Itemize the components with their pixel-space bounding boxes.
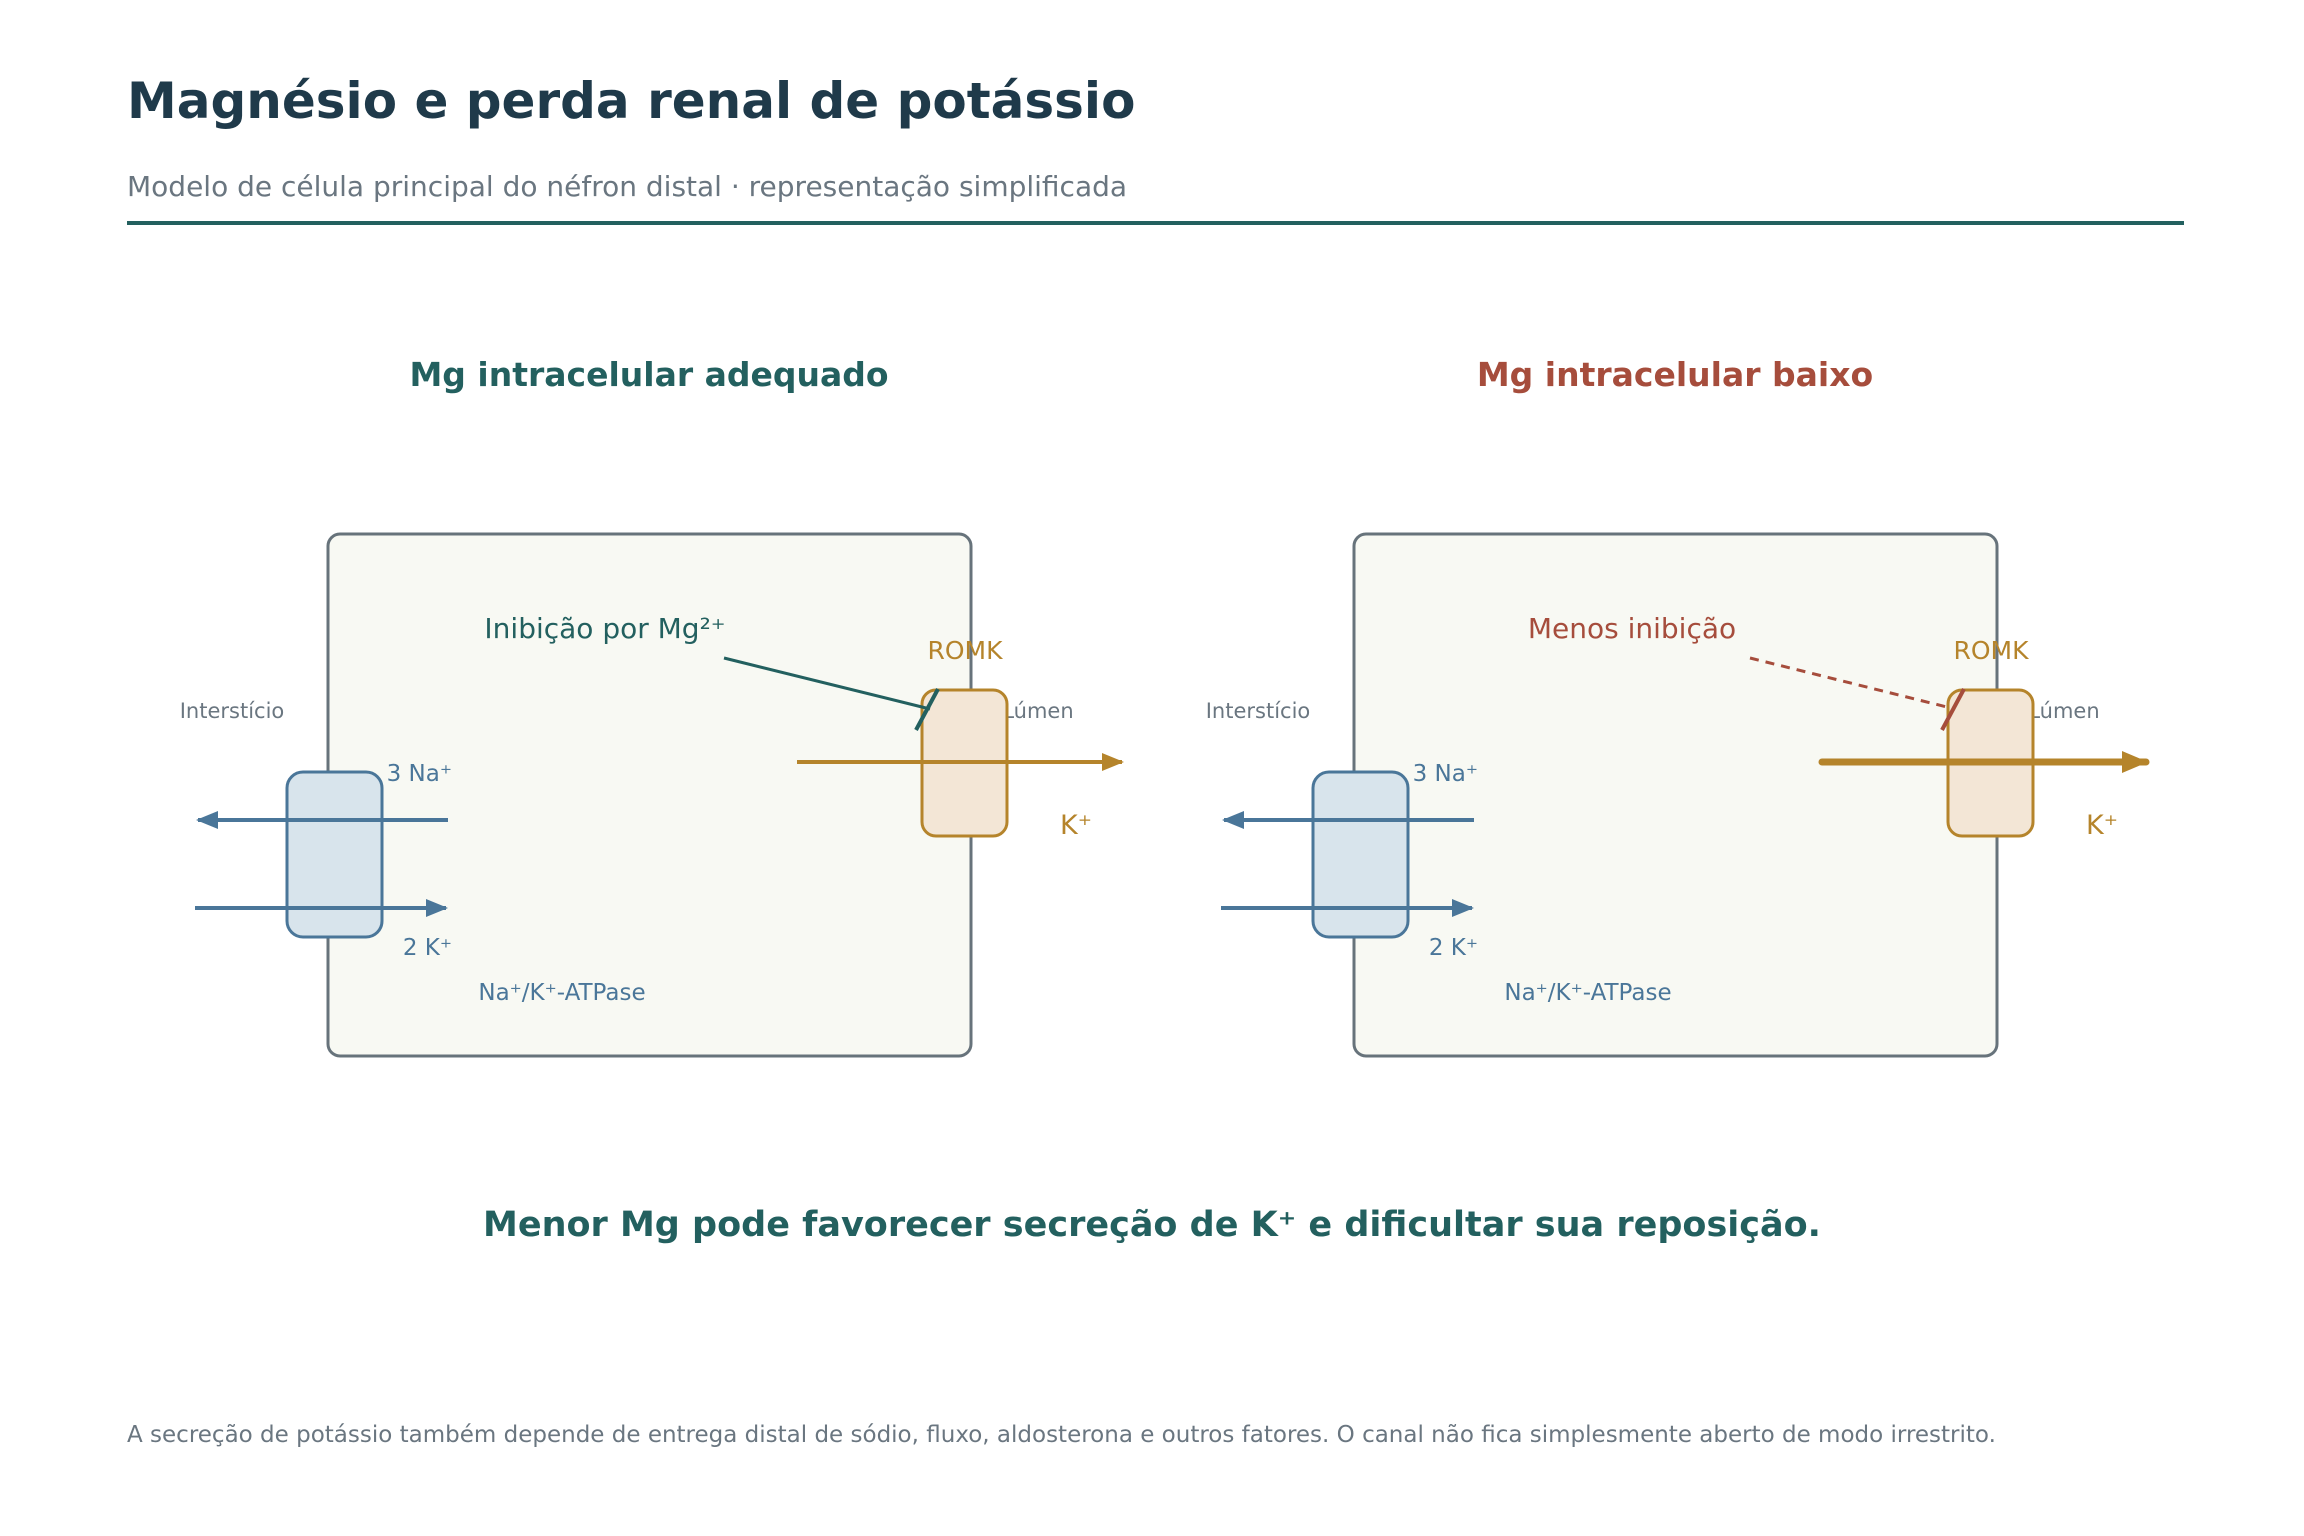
inhibition-block-mark xyxy=(1940,688,1966,731)
romk-label: ROMK xyxy=(927,636,1003,665)
na-k-atpase-pump xyxy=(1311,770,1410,939)
pump-label: Na⁺/K⁺-ATPase xyxy=(1504,980,1671,1006)
header-divider xyxy=(127,221,2184,225)
pump-label: Na⁺/K⁺-ATPase xyxy=(478,980,645,1006)
sodium-label: 3 Na⁺ xyxy=(1413,761,1478,787)
panel-adequate-mg: Mg intracelular adequado Interstício Lúm… xyxy=(180,355,1124,1058)
potassium-out-label: K⁺ xyxy=(1060,810,1092,841)
inhibition-label: Menos inibição xyxy=(1528,612,1736,645)
panel-low-mg: Mg intracelular baixo Interstício Lúmen … xyxy=(1206,355,2150,1058)
na-k-atpase-pump xyxy=(285,770,384,939)
inhibition-block-mark xyxy=(914,688,940,731)
potassium-in-label: 2 K⁺ xyxy=(1429,935,1478,961)
inhibition-line xyxy=(723,656,931,711)
interstitium-label: Interstício xyxy=(1206,699,1311,723)
conclusion-text: Menor Mg pode favorecer secreção de K⁺ e… xyxy=(483,1205,1821,1245)
inhibition-line xyxy=(1749,656,1956,711)
page-title: Magnésio e perda renal de potássio xyxy=(127,72,1136,130)
potassium-in-label: 2 K⁺ xyxy=(403,935,452,961)
potassium-out-label: K⁺ xyxy=(2086,810,2118,841)
page-subtitle: Modelo de célula principal do néfron dis… xyxy=(127,170,1128,203)
lumen-label: Lúmen xyxy=(1002,699,1073,723)
romk-label: ROMK xyxy=(1953,636,2029,665)
footnote: A secreção de potássio também depende de… xyxy=(127,1422,1996,1448)
inhibition-label: Inibição por Mg²⁺ xyxy=(484,612,725,645)
sodium-label: 3 Na⁺ xyxy=(387,761,452,787)
panel-heading: Mg intracelular adequado xyxy=(409,355,888,394)
interstitium-label: Interstício xyxy=(180,699,285,723)
panel-heading: Mg intracelular baixo xyxy=(1477,355,1873,394)
lumen-label: Lúmen xyxy=(2028,699,2099,723)
